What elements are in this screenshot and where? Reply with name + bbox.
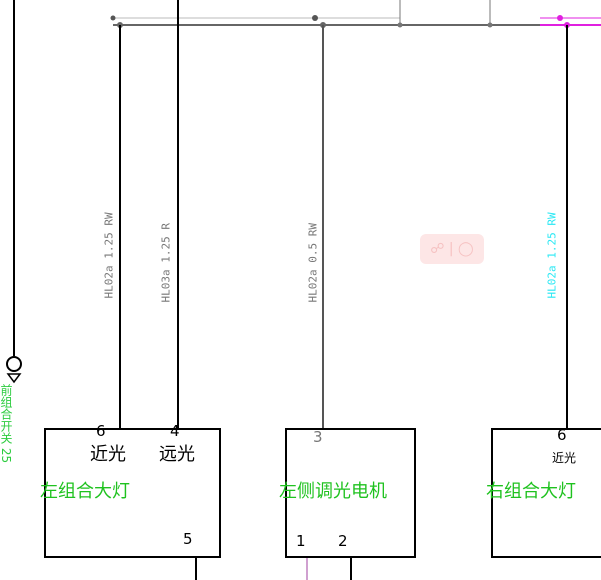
- right-lamp-low-beam: 近光: [552, 451, 577, 465]
- right-lamp-pin-6: 6: [557, 426, 567, 444]
- connector-circle: [6, 356, 22, 372]
- left-lamp-pin-6: 6: [96, 422, 106, 440]
- right-lamp-name: 右组合大灯: [486, 481, 576, 502]
- motor-pin-3: 3: [313, 428, 323, 446]
- junction-dot: [397, 22, 403, 28]
- wire-label-2: HL03a 1.25 R: [159, 223, 173, 303]
- left-headlamp-box: [44, 428, 221, 558]
- right-headlamp-box: [491, 428, 601, 558]
- left-lamp-pin-4: 4: [170, 422, 180, 440]
- motor-pin-2: 2: [338, 532, 348, 550]
- motor-name: 左侧调光电机: [279, 481, 387, 502]
- watermark: ☍ | ◯: [420, 234, 484, 264]
- wire-label-4: HL02a 1.25 RW: [545, 212, 559, 299]
- motor-box: [285, 428, 416, 558]
- junction-dot: [487, 22, 493, 28]
- wire-label-3: HL02a 0.5 RW: [306, 223, 320, 303]
- junction-dot: [312, 15, 318, 21]
- junction-dot: [110, 15, 116, 21]
- connector-arrow: [6, 373, 22, 384]
- left-lamp-high-beam: 远光: [159, 444, 195, 465]
- side-label-front-switch: 前组合开关 25: [0, 384, 13, 464]
- wire-label-1: HL02a 1.25 RW: [102, 212, 116, 299]
- junction-dot: [557, 15, 563, 21]
- left-lamp-low-beam: 近光: [90, 444, 126, 465]
- left-lamp-pin-5: 5: [183, 530, 193, 548]
- motor-pin-1: 1: [296, 532, 306, 550]
- left-lamp-name: 左组合大灯: [40, 481, 130, 502]
